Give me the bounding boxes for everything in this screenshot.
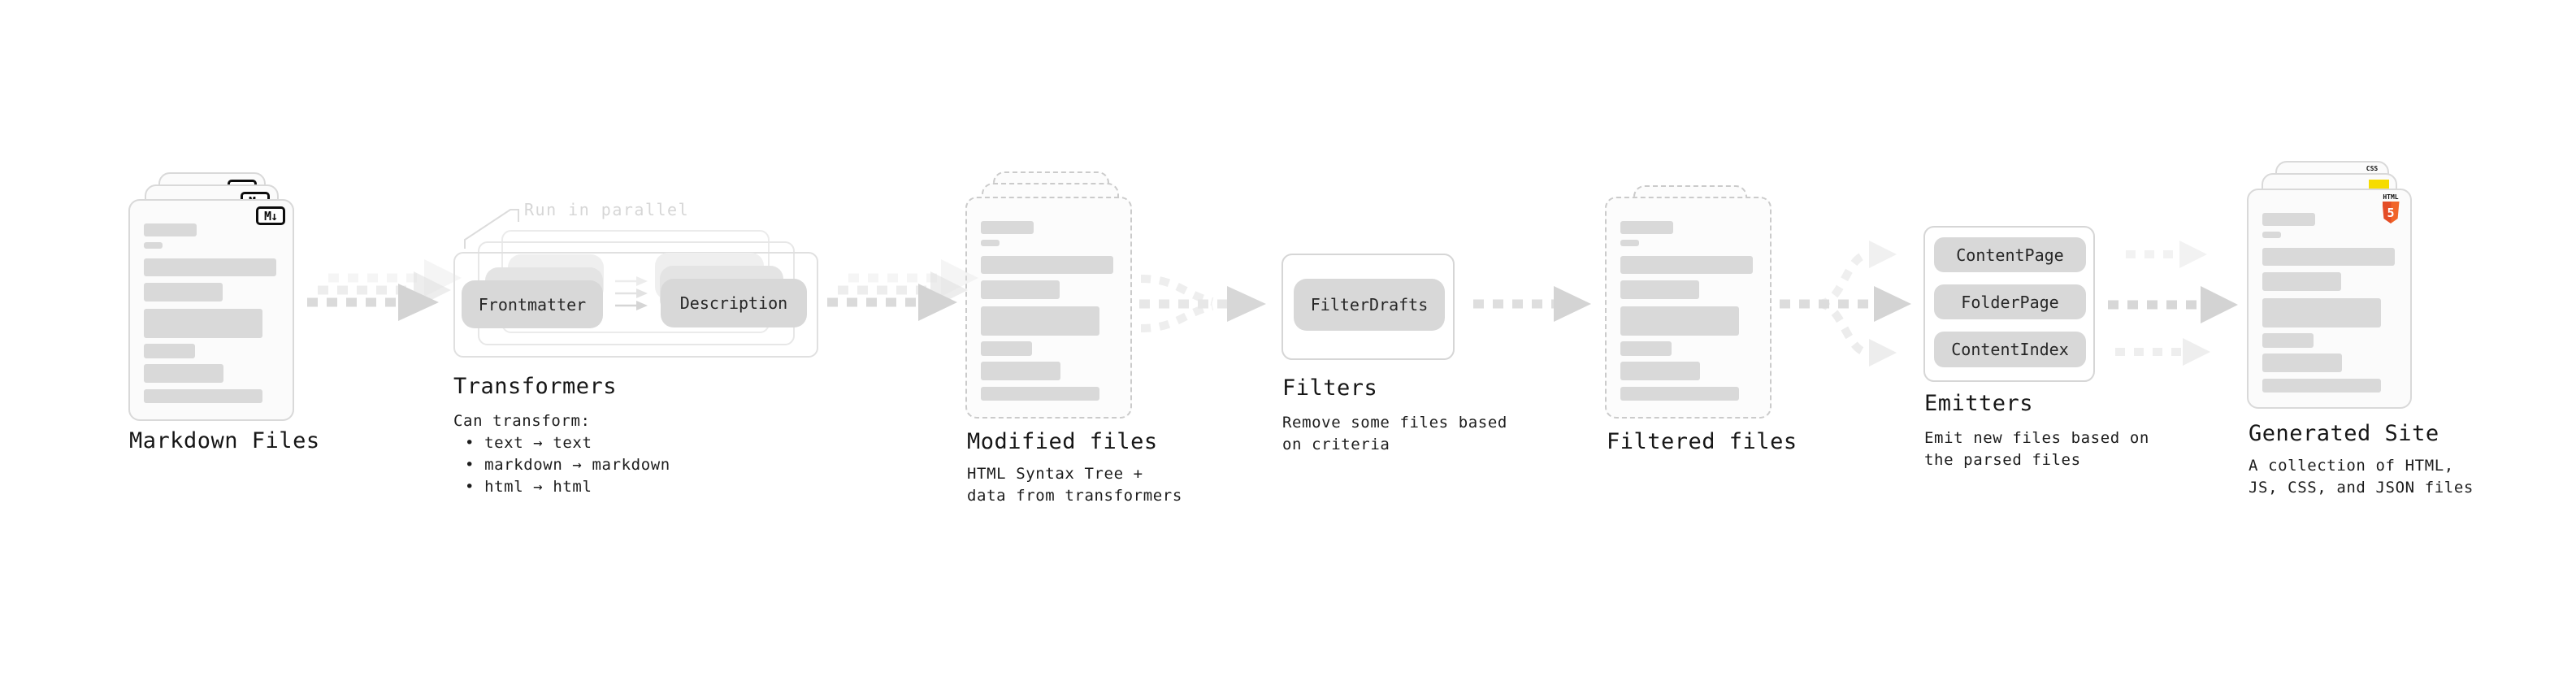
document-skeleton (981, 221, 1113, 401)
frontmatter-pill: Frontmatter (462, 280, 603, 328)
generated-site-desc: JS, CSS, and JSON files (2249, 479, 2474, 497)
filtered-files-label: Filtered files (1607, 429, 1798, 454)
folderpage-pill: FolderPage (1934, 284, 2086, 319)
document-skeleton (1620, 221, 1753, 401)
contentpage-pill: ContentPage (1934, 237, 2086, 272)
arrow-emitters-to-generated (2108, 241, 2238, 366)
arrow-markdown-to-transformers (307, 259, 462, 321)
modified-files-desc: data from transformers (967, 487, 1182, 505)
markdown-files-label: Markdown Files (129, 428, 320, 453)
arrow-filtered-to-emitters-fanout (1780, 241, 1911, 367)
transformer-run-box-front (453, 252, 818, 358)
markdown-file-card-front: M↓ (128, 199, 294, 421)
generated-site-label: Generated Site (2249, 421, 2439, 446)
javascript-icon (2369, 180, 2389, 189)
generated-site-card-front: HTML 5 (2247, 189, 2412, 409)
contentindex-pill: ContentIndex (1934, 332, 2086, 367)
transformers-bullet: • markdown → markdown (465, 456, 670, 474)
transformers-bullet: • html → html (465, 478, 592, 496)
emitters-label: Emitters (1924, 391, 2034, 416)
arrow-modified-to-filters-merge (1139, 275, 1266, 332)
filtered-file-card-front (1605, 197, 1772, 419)
modified-files-label: Modified files (967, 429, 1158, 454)
generated-site-desc: A collection of HTML, (2249, 457, 2454, 475)
description-pill: Description (661, 279, 807, 327)
transformers-bullet: • text → text (465, 434, 592, 452)
arrow-transformers-to-modified (827, 259, 978, 321)
arrow-filters-to-filtered (1473, 286, 1591, 322)
filters-desc: Remove some files based (1282, 414, 1507, 432)
modified-file-card-front (965, 197, 1132, 419)
modified-files-desc: HTML Syntax Tree + (967, 465, 1143, 483)
document-skeleton (2262, 213, 2395, 393)
filterdrafts-pill: FilterDrafts (1294, 279, 1445, 331)
emitters-desc: Emit new files based on (1924, 429, 2149, 447)
filters-desc: on criteria (1282, 436, 1390, 453)
run-in-parallel-note: Run in parallel (524, 200, 690, 219)
transformers-label: Transformers (453, 374, 618, 399)
html5-icon: HTML 5 (2381, 193, 2400, 223)
markdown-icon: M↓ (256, 206, 285, 225)
document-skeleton (144, 223, 276, 403)
transformers-desc-title: Can transform: (453, 412, 591, 430)
emitters-desc: the parsed files (1924, 451, 2081, 469)
filters-label: Filters (1282, 375, 1378, 401)
